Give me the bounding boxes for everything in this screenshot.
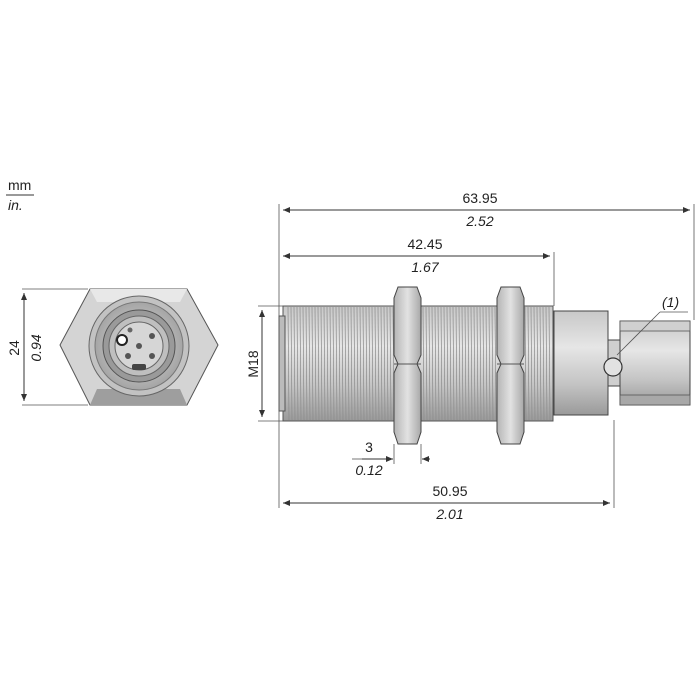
thread-line [467,306,470,421]
thread-line [311,306,314,421]
thread-line [350,306,353,421]
thread-line [437,306,440,421]
thread-line [293,306,296,421]
thread-line [425,306,428,421]
thread-line [443,306,446,421]
thread-line [299,306,302,421]
thread-line [494,306,497,421]
dim-threaded-mm: 42.45 [407,236,442,252]
thread-line [533,306,536,421]
thread-line [482,306,485,421]
thread-line [338,306,341,421]
thread-line [314,306,317,421]
thread-line [359,306,362,421]
led-indicator [603,357,623,377]
thread-line [455,306,458,421]
thread-line [524,306,527,421]
side-view: (1) M18 63.95 2.52 42.45 1.67 3 0.12 50.… [245,190,695,522]
thread-line [287,306,290,421]
thread-line [431,306,434,421]
thread-line [323,306,326,421]
lock-nut-2 [496,286,525,445]
thread-line [542,306,545,421]
dim-body-mm: 50.95 [432,483,467,499]
m12-connector [619,320,691,406]
thread-line [380,306,383,421]
thread-line [536,306,539,421]
thread-line [491,306,494,421]
front-view: 24 0.94 [6,288,219,406]
dim-nut-in: 0.12 [355,462,382,478]
thread-line [377,306,380,421]
thread-line [386,306,389,421]
thread-line [353,306,356,421]
thread-line [383,306,386,421]
thread-line [368,306,371,421]
thread-line [485,306,488,421]
thread-line [326,306,329,421]
dim-overall-mm: 63.95 [462,190,497,206]
thread-line [461,306,464,421]
thread-line [422,306,425,421]
dim-overall-in: 2.52 [465,213,493,229]
dim-across-flats-mm: 24 [6,340,22,356]
thread-line [362,306,365,421]
thread-line [308,306,311,421]
thread-line [446,306,449,421]
thread-line [329,306,332,421]
thread-line [305,306,308,421]
units-legend: mm in. [6,177,34,213]
thread-line [440,306,443,421]
unit-mm: mm [8,177,31,193]
thread-line [428,306,431,421]
thread-line [473,306,476,421]
dim-nut-mm: 3 [365,439,373,455]
thread-line [347,306,350,421]
thread-line [341,306,344,421]
callout-1: (1) [662,294,679,310]
thread-line [548,306,551,421]
connector-pins [116,327,155,370]
thread-line [452,306,455,421]
thread-line [344,306,347,421]
thread-line [539,306,542,421]
thread-line [290,306,293,421]
dim-across-flats-in: 0.94 [28,334,44,361]
dim-thread: M18 [245,350,261,377]
thread-line [488,306,491,421]
thread-line [317,306,320,421]
thread-line [296,306,299,421]
thread-line [389,306,392,421]
thread-line [527,306,530,421]
thread-line [302,306,305,421]
thread-line [449,306,452,421]
thread-line [356,306,359,421]
thread-line [434,306,437,421]
thread-line [371,306,374,421]
thread-line [458,306,461,421]
thread-lines [287,306,551,421]
thread-line [332,306,335,421]
thread-line [335,306,338,421]
dim-threaded-in: 1.67 [411,259,439,275]
lock-nut-1 [393,286,422,445]
thread-line [320,306,323,421]
sensing-face [278,315,286,412]
thread-line [479,306,482,421]
thread-line [470,306,473,421]
thread-line [476,306,479,421]
unit-in: in. [8,197,23,213]
thread-line [374,306,377,421]
thread-line [530,306,533,421]
thread-line [545,306,548,421]
dim-body-in: 2.01 [435,506,463,522]
thread-line [464,306,467,421]
rear-housing [553,310,609,416]
thread-line [365,306,368,421]
